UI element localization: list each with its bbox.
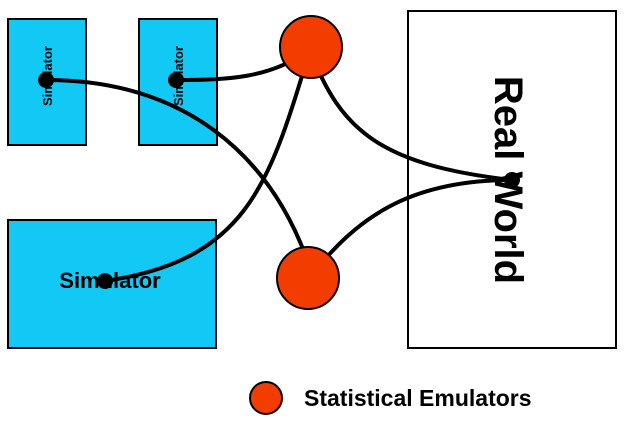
connection-sim-a-to-emulator-bottom: [45, 78, 312, 269]
legend-emulator-swatch: [249, 381, 283, 415]
endpoint-dot-real-world: [504, 172, 520, 188]
connection-endpoints: [38, 72, 520, 289]
emulator-node-bottom: [276, 246, 340, 310]
endpoint-dot-sim-b: [168, 72, 184, 88]
connection-sim-c-to-emulator-top: [104, 49, 312, 283]
endpoint-dot-sim-c: [97, 273, 113, 289]
endpoint-dot-sim-a: [38, 72, 54, 88]
legend: Statistical Emulators: [249, 381, 532, 415]
emulator-node-top: [279, 15, 343, 79]
legend-label: Statistical Emulators: [304, 385, 532, 411]
connection-emulator-top-to-real-world: [308, 49, 513, 182]
